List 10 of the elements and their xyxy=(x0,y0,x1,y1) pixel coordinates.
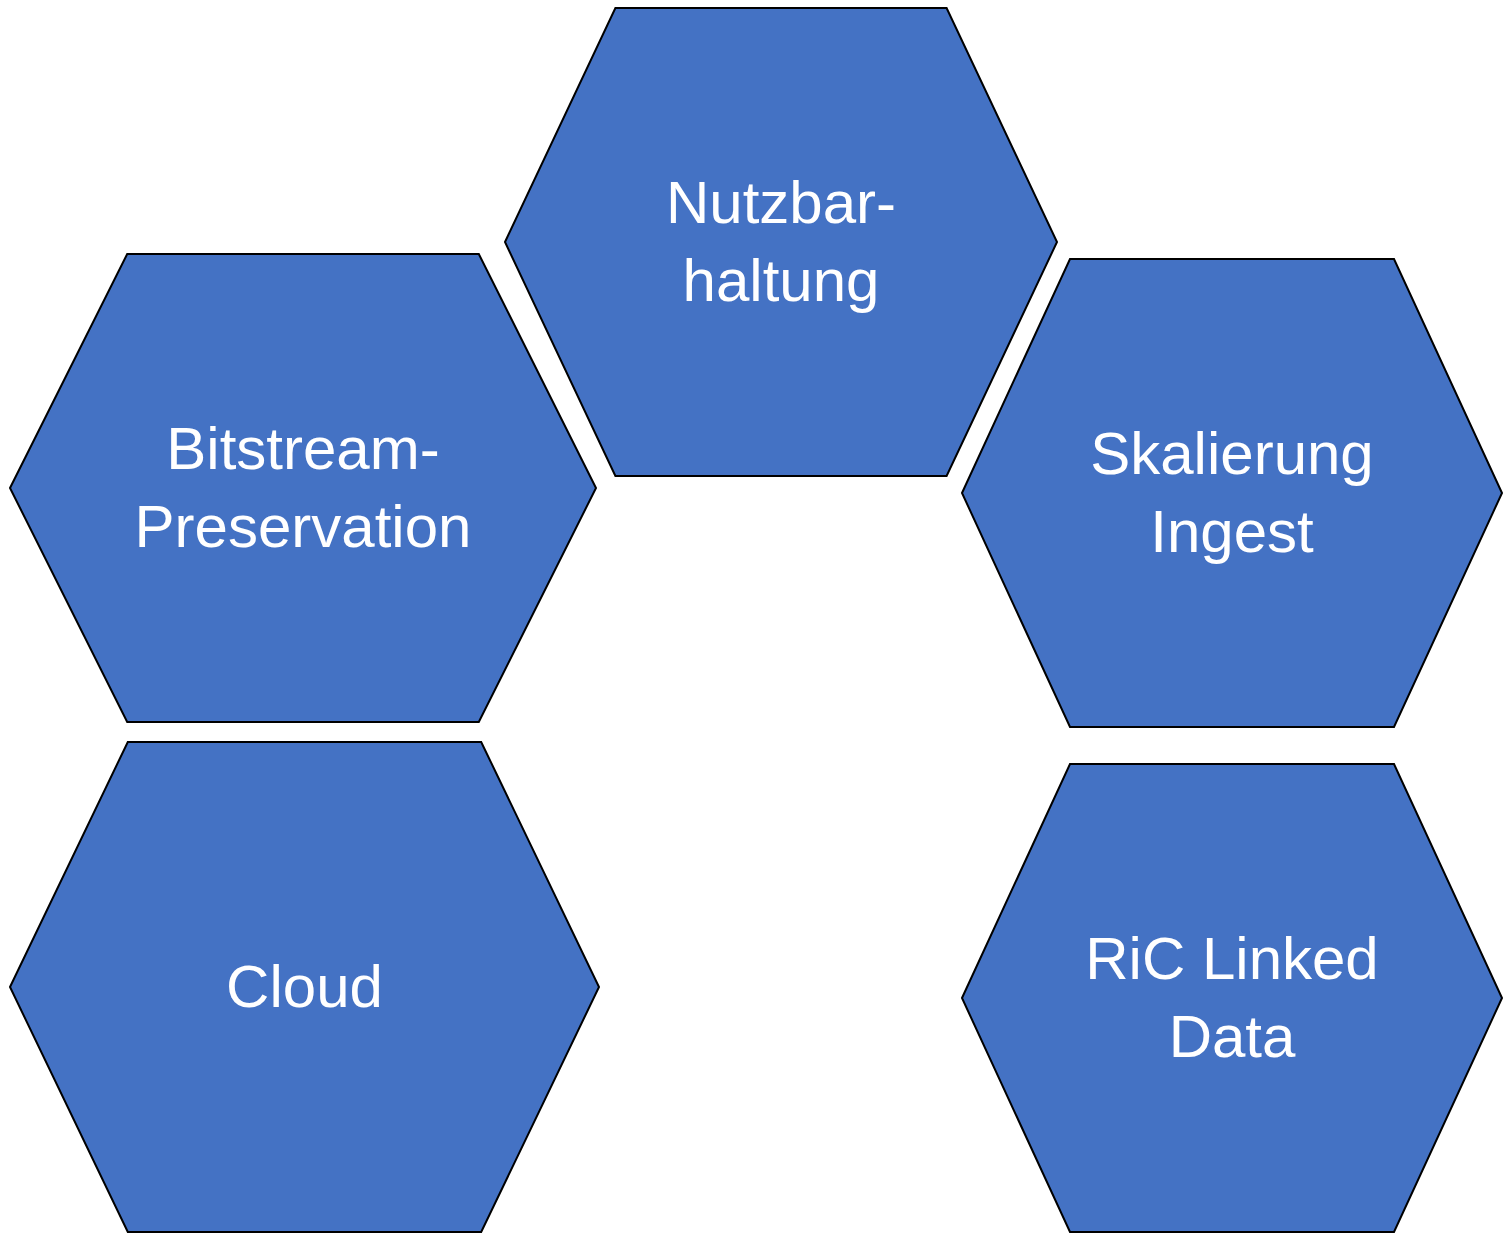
hexagon-tile xyxy=(962,259,1502,727)
tile-label: Nutzbar- haltung xyxy=(664,168,898,316)
tile-label: Cloud xyxy=(225,952,384,1022)
tile-label: Skalierung Ingest xyxy=(1089,419,1375,567)
hexagon-tile xyxy=(10,254,596,722)
hexagon-tile xyxy=(962,764,1502,1232)
hexagon-tile xyxy=(10,742,599,1232)
hexagon-tile xyxy=(505,8,1057,476)
tile-label: Bitstream- Preservation xyxy=(133,414,473,562)
tile-label: RiC Linked Data xyxy=(1084,924,1380,1072)
